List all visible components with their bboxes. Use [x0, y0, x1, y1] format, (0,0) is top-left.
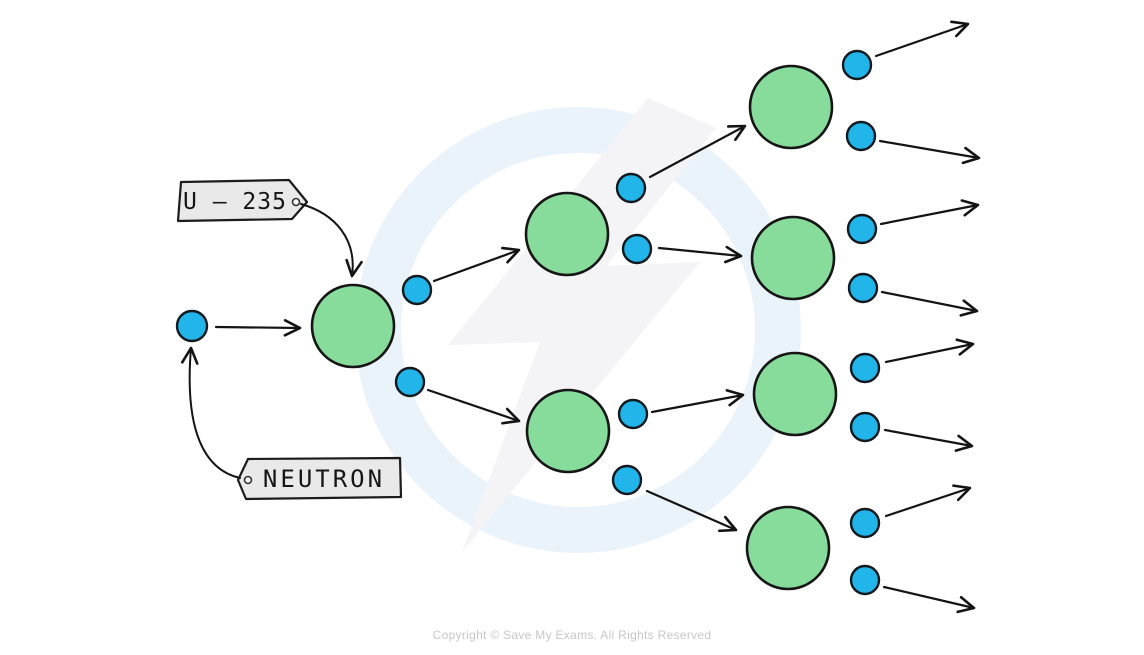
u235-tag: [176, 178, 309, 223]
neutron-path-arrow: [880, 290, 979, 317]
neutron-particle: [617, 398, 649, 430]
neutron-particle: [394, 366, 426, 398]
neutron-tag-hole: [243, 475, 253, 485]
neutron-tag: [236, 456, 403, 501]
neutron-particle: [401, 274, 433, 306]
neutron-path-arrow: [648, 124, 747, 179]
u235-nucleus: [745, 505, 831, 591]
u235-nucleus: [310, 283, 396, 369]
u235-nucleus: [750, 215, 836, 301]
u235-tag-hole: [291, 197, 301, 207]
neutron-path-arrow: [645, 489, 738, 533]
neutron-particle: [841, 49, 873, 81]
neutron-path-arrow: [650, 389, 745, 414]
nuclei-layer: [310, 64, 838, 591]
watermark-layer: [355, 98, 801, 553]
u235-nucleus: [525, 388, 611, 474]
arrows-layer: [180, 20, 981, 614]
neutron-particle: [849, 352, 881, 384]
watermark-lightning-bolt-icon: [448, 98, 716, 552]
neutron-particle: [175, 309, 209, 343]
neutron-particle: [847, 272, 879, 304]
neutron-path-arrow: [214, 319, 302, 337]
neutrons-layer: [175, 49, 881, 596]
u235-nucleus: [748, 64, 834, 150]
u235-nucleus: [524, 191, 610, 277]
label-tags-layer: [176, 178, 403, 501]
neutron-path-arrow: [882, 585, 976, 614]
neutron-particle: [615, 172, 647, 204]
neutron-particle: [849, 564, 881, 596]
neutron-particle: [849, 507, 881, 539]
neutron-particle: [611, 464, 643, 496]
neutron-particle: [849, 411, 881, 443]
neutron-path-arrow: [432, 246, 521, 283]
copyright-text: Copyright © Save My Exams. All Rights Re…: [432, 628, 712, 642]
u235-pointer-arrow: [300, 203, 363, 278]
neutron-path-arrow: [879, 199, 980, 226]
neutron-path-arrow: [883, 428, 974, 452]
neutron-pointer-arrow: [180, 346, 241, 479]
neutron-particle: [621, 233, 653, 265]
neutron-path-arrow: [884, 484, 972, 518]
neutron-path-arrow: [874, 20, 970, 58]
neutron-particle: [846, 213, 878, 245]
neutron-path-arrow: [878, 139, 981, 165]
neutron-path-arrow: [426, 388, 521, 425]
neutron-particle: [845, 120, 877, 152]
u235-nucleus: [752, 351, 838, 437]
neutron-path-arrow: [884, 338, 975, 364]
neutron-path-arrow: [657, 245, 743, 264]
